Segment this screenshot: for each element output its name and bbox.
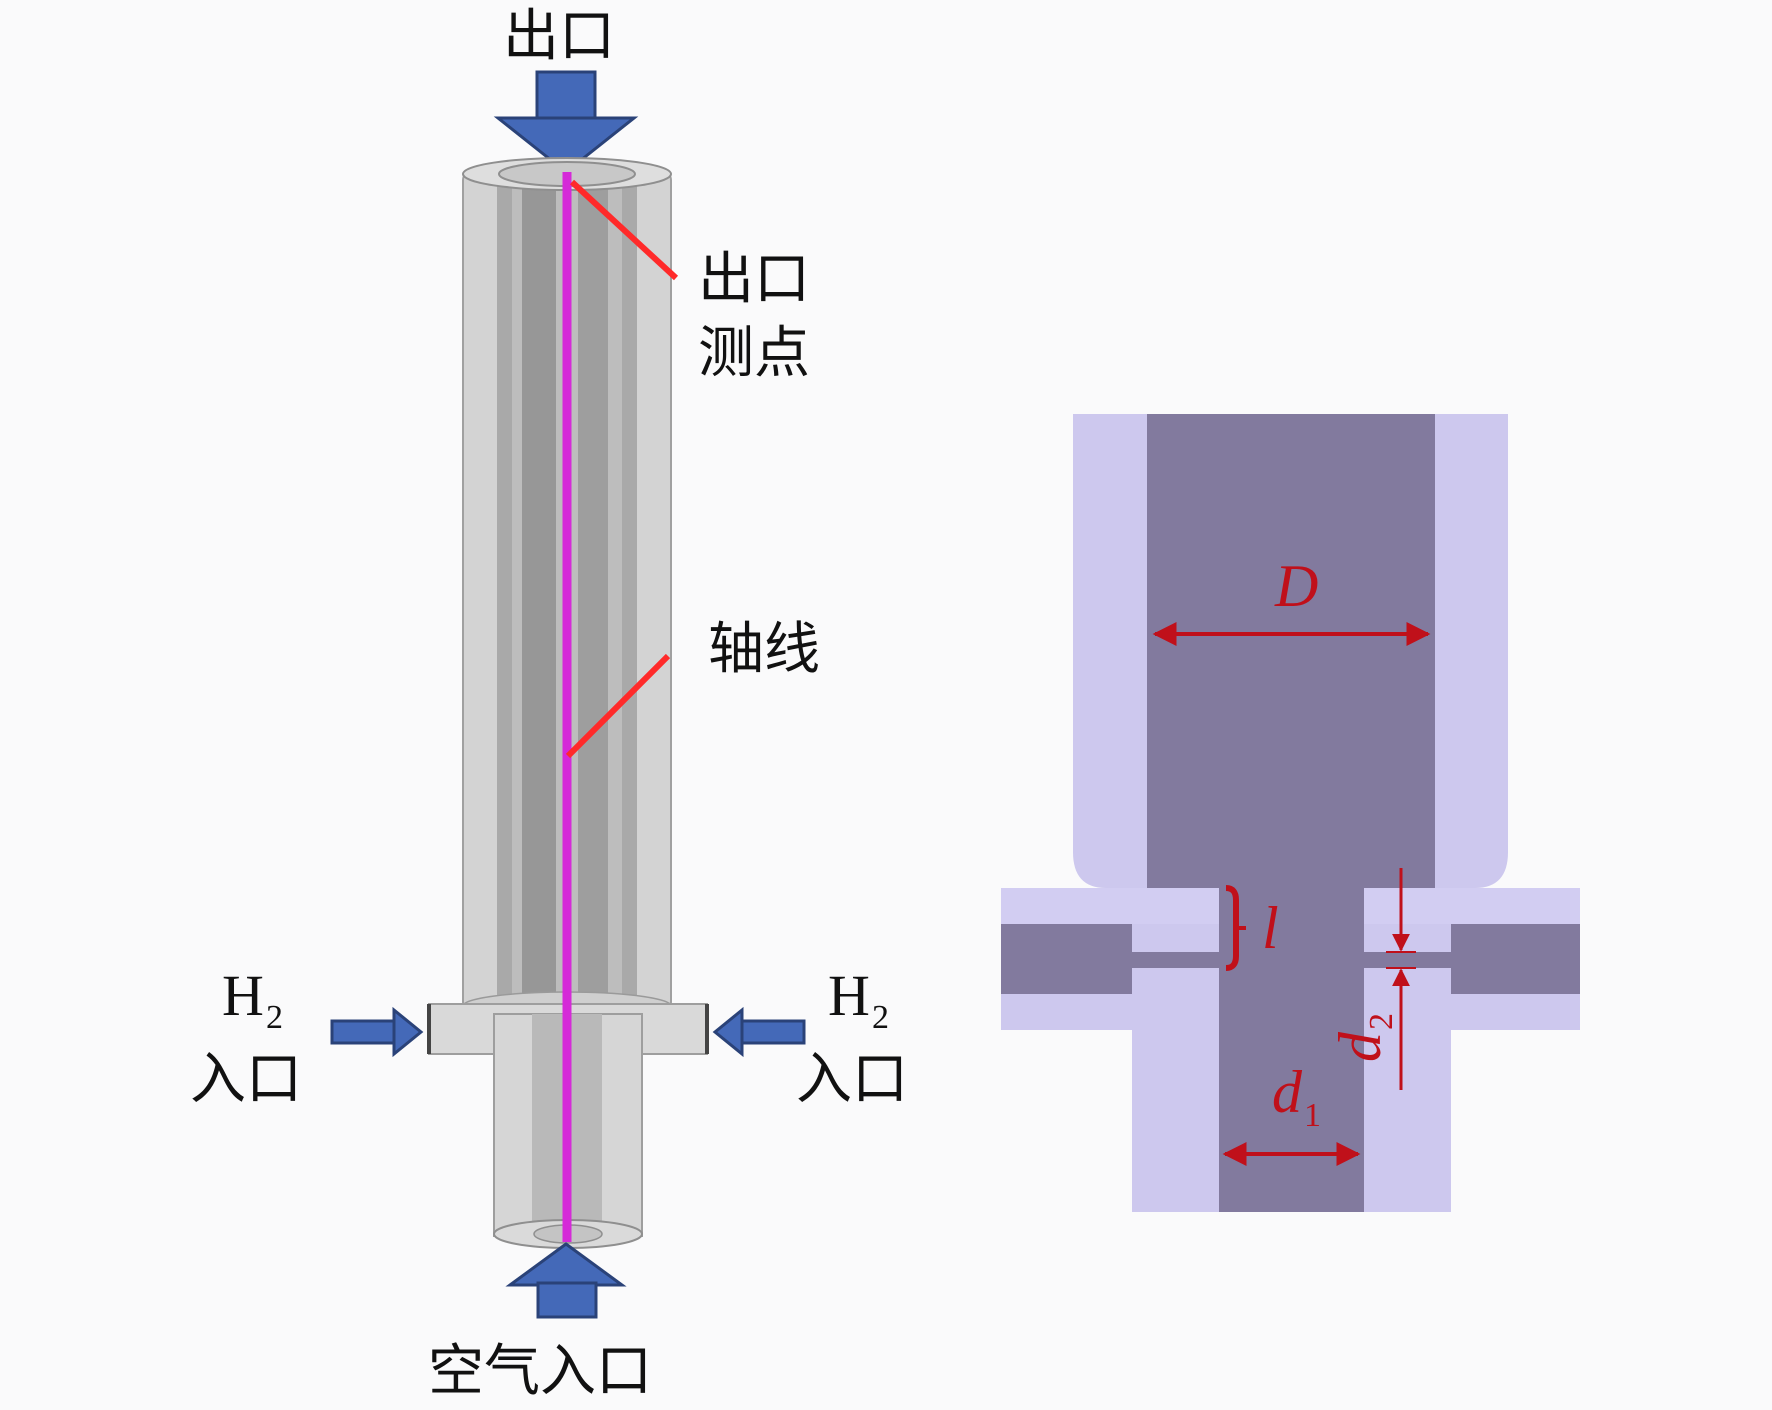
h2-left-label-word: 入口 xyxy=(190,1047,302,1112)
dim-d2-label: d xyxy=(1327,1031,1393,1062)
outlet-point-leader xyxy=(569,179,679,281)
h2-right-arrow-icon xyxy=(712,1006,806,1058)
h2-right-label-word: 入口 xyxy=(796,1047,908,1112)
right-inlet-channel xyxy=(1451,924,1580,994)
h2-right-label-H: H xyxy=(828,963,870,1028)
h2-left-label-sub: 2 xyxy=(266,999,283,1036)
outlet-arrow-icon xyxy=(493,70,639,174)
dim-l-label: l xyxy=(1262,895,1279,961)
h2-left-arrow-icon xyxy=(330,1006,424,1058)
outlet-top-label: 出口 xyxy=(503,4,615,69)
air-inlet-label: 空气入口 xyxy=(428,1339,652,1404)
right-slit xyxy=(1364,952,1451,968)
outlet-point-label-line2: 测点 xyxy=(698,321,810,386)
reactor-3d-view: 出口 出口 测点 轴线 H 2 入口 H 2 入口 空气入口 xyxy=(190,4,908,1404)
upper-chamber xyxy=(1147,414,1435,888)
air-inlet-arrow-icon xyxy=(505,1242,627,1319)
dim-D-label: D xyxy=(1274,553,1318,619)
h2-right-label-sub: 2 xyxy=(872,999,889,1036)
outlet-point-label-line1: 出口 xyxy=(698,247,810,312)
dim-d1-label: d xyxy=(1272,1059,1303,1125)
left-inlet-channel xyxy=(1001,924,1132,994)
dim-d2-sub: 2 xyxy=(1363,1013,1400,1030)
left-slit xyxy=(1132,952,1219,968)
axis-label: 轴线 xyxy=(708,617,820,682)
h2-left-label-H: H xyxy=(222,963,264,1028)
axis-leader xyxy=(565,653,671,759)
cross-section-view: D d 1 l d 2 xyxy=(1001,414,1580,1212)
dim-d1-sub: 1 xyxy=(1304,1097,1321,1134)
